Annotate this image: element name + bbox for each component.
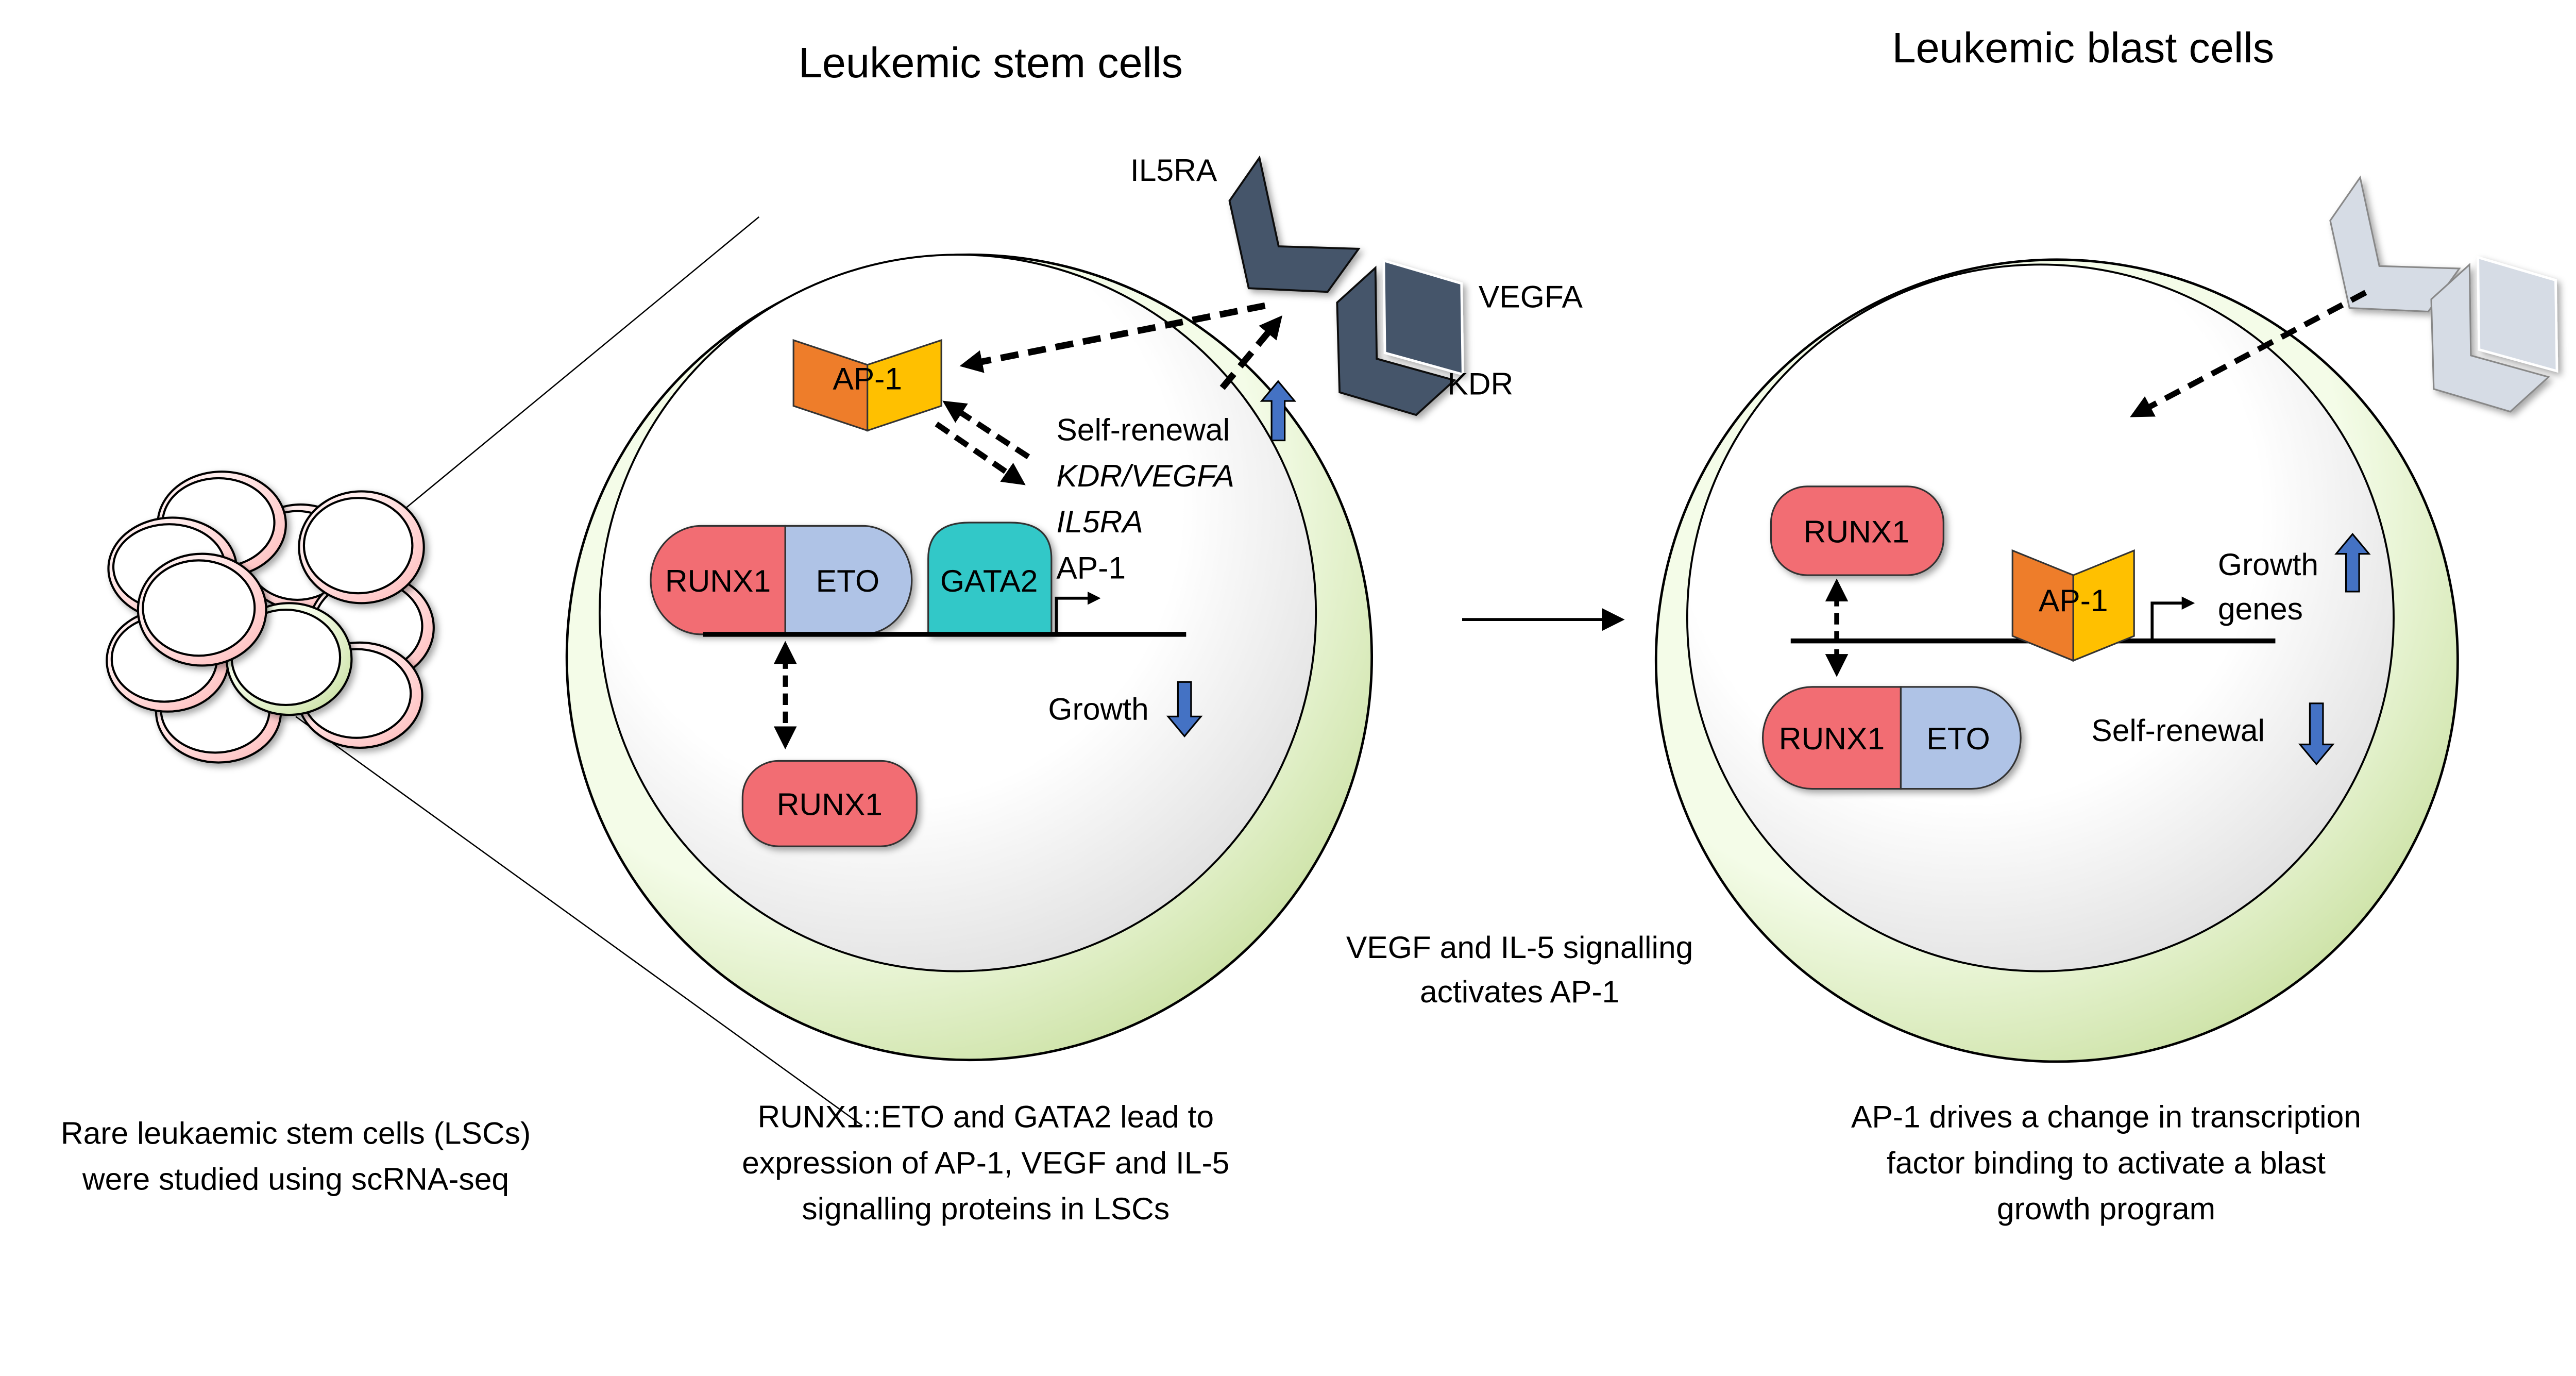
target-ap1: AP-1	[1056, 550, 1126, 585]
caption-middle-3: signalling proteins in LSCs	[802, 1191, 1170, 1226]
caption-middle-2: expression of AP-1, VEGF and IL-5	[742, 1145, 1229, 1180]
transition-text-1: VEGF and IL-5 signalling	[1346, 930, 1693, 965]
kdr-receptor	[1336, 265, 1456, 416]
kdr-receptor-blast	[2430, 262, 2550, 413]
feedback-arrow-down	[935, 422, 1026, 485]
lsc-cluster	[106, 471, 435, 764]
runx1-eto-complex	[650, 525, 913, 635]
ap1-label: AP-1	[833, 361, 902, 396]
target-self-renewal: Self-renewal	[1056, 412, 1230, 447]
down-arrow-icon	[2298, 702, 2335, 766]
il5ra-receptor	[1228, 155, 1361, 293]
transition-text-2: activates AP-1	[1420, 974, 1619, 1009]
up-arrow-icon	[2334, 532, 2371, 593]
cluster-cell	[298, 490, 425, 605]
zoom-line-bottom	[295, 716, 863, 1127]
eto-label: ETO	[816, 563, 879, 598]
promoter-arrow-blast	[2150, 596, 2195, 641]
up-arrow-icon	[1260, 380, 1297, 442]
target-il5ra: IL5RA	[1056, 504, 1143, 539]
self-renewal-label-blast: Self-renewal	[2091, 713, 2265, 748]
diagram-canvas: Leukemic stem cells Leukemic blast cells…	[61, 24, 2558, 1226]
caption-middle-1: RUNX1::ETO and GATA2 lead to	[758, 1099, 1214, 1134]
signal-arrow-to-receptor	[1219, 315, 1283, 390]
runx1-protein-blast	[1770, 485, 1944, 576]
ap1-protein-blast: AP-1	[2011, 549, 2135, 662]
caption-right-1: AP-1 drives a change in transcription	[1851, 1099, 2361, 1134]
feedback-arrow-up	[942, 400, 1030, 460]
runx1-label: RUNX1	[665, 563, 771, 598]
vegfa-ligand-blast	[2477, 256, 2558, 373]
signal-arrow-to-ap1-blast	[2130, 290, 2367, 417]
runx1-label-blast-complex: RUNX1	[1779, 721, 1885, 756]
caption-left-2: were studied using scRNA-seq	[82, 1162, 509, 1197]
signal-arrow-to-ap1	[959, 302, 1266, 373]
growth-genes-label-1: Growth	[2218, 547, 2318, 582]
gata2-label: GATA2	[940, 563, 1038, 598]
ap1-label-blast: AP-1	[2039, 583, 2108, 618]
growth-label: Growth	[1048, 692, 1148, 727]
vegfa-ligand	[1382, 259, 1464, 376]
runx1-free-label: RUNX1	[777, 787, 883, 822]
blast-cell	[1654, 258, 2459, 1063]
runx1-eto-complex-blast	[1761, 686, 2022, 790]
down-arrow-icon	[1166, 681, 1203, 738]
title-stem-cells: Leukemic stem cells	[799, 39, 1183, 87]
runx1-free-protein	[741, 760, 918, 847]
il5ra-receptor-blast	[2329, 175, 2461, 313]
promoter-arrow	[1055, 591, 1101, 634]
caption-right-2: factor binding to activate a blast	[1887, 1145, 2326, 1180]
diagram: Leukemic stem cells Leukemic blast cells…	[61, 24, 2558, 1226]
caption-right-3: growth program	[1997, 1191, 2215, 1226]
ap1-protein: AP-1	[792, 339, 942, 432]
growth-genes-label-2: genes	[2218, 591, 2303, 626]
stem-cell	[565, 253, 1374, 1062]
caption-left-1: Rare leukaemic stem cells (LSCs)	[61, 1115, 531, 1150]
eto-label-blast: ETO	[1926, 721, 1990, 756]
label-vegfa: VEGFA	[1479, 279, 1583, 314]
title-blast-cells: Leukemic blast cells	[1892, 24, 2274, 72]
runx1-label-blast: RUNX1	[1804, 514, 1909, 549]
gata2-protein	[927, 522, 1053, 635]
cluster-cell	[137, 552, 267, 667]
label-il5ra: IL5RA	[1130, 153, 1217, 188]
label-kdr: KDR	[1447, 366, 1513, 401]
target-kdr-vegfa: KDR/VEGFA	[1056, 458, 1234, 493]
